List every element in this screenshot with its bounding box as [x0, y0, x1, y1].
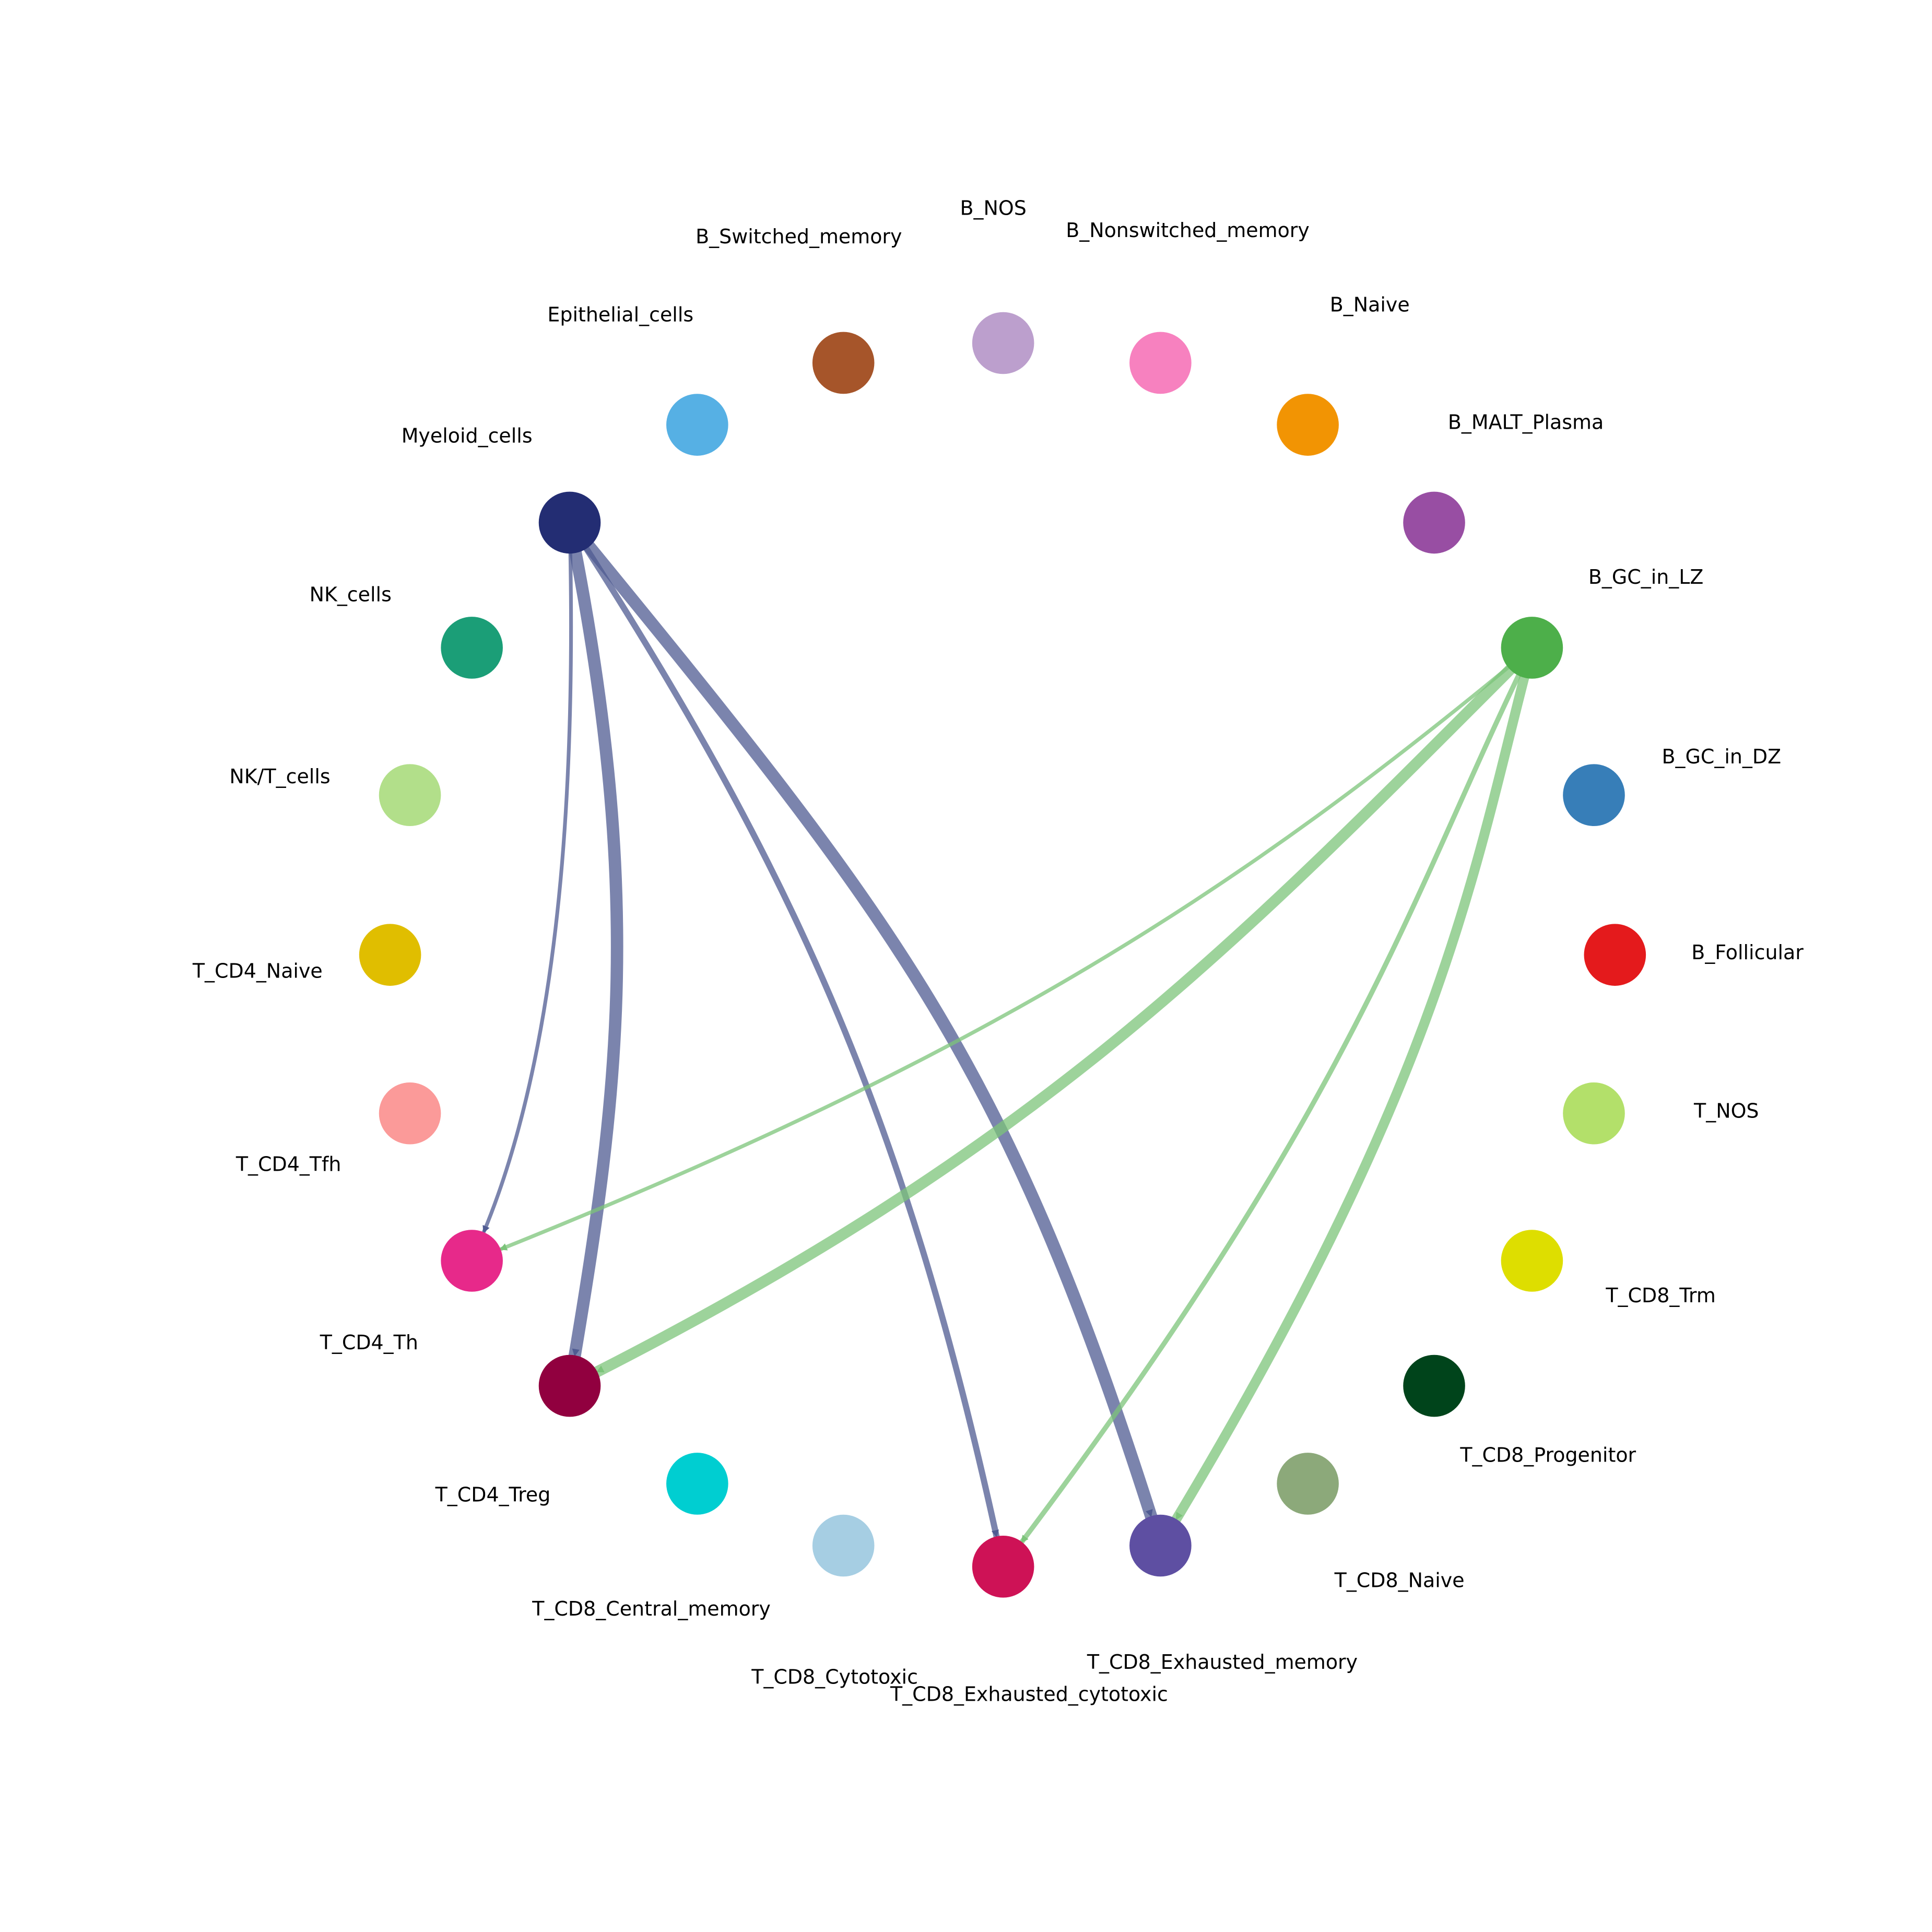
node-label: NK_cells: [310, 583, 392, 606]
arrowhead-icon: [1145, 1509, 1153, 1517]
node-label: T_CD4_Naive: [192, 959, 323, 982]
node-label: B_Naive: [1330, 293, 1410, 316]
node-T_CD8_Progenitor[interactable]: [1403, 1354, 1465, 1417]
node-label: T_CD8_Central_memory: [532, 1597, 771, 1620]
node-label: T_CD8_Exhausted_cytotoxic: [890, 1682, 1168, 1705]
edge-B_GC_in_LZ-to-T_CD4_Treg: [593, 643, 1536, 1377]
node-T_CD8_Exhausted_memory[interactable]: [1129, 1514, 1192, 1577]
node-label: T_CD8_Trm: [1605, 1284, 1715, 1307]
edge-Myeloid_cells-to-T_CD4_Th: [481, 522, 573, 1234]
node-B_GC_in_LZ[interactable]: [1501, 617, 1563, 679]
node-label: Epithelial_cells: [547, 303, 693, 326]
edge-Myeloid_cells-to-T_CD8_Exhausted_cytotoxic: [567, 521, 1000, 1538]
node-label: B_Follicular: [1691, 941, 1804, 964]
edge-B_GC_in_LZ-to-T_CD8_Exhausted_cytotoxic: [1019, 646, 1535, 1545]
node-B_GC_in_DZ[interactable]: [1563, 764, 1625, 826]
node-label: T_CD4_Tfh: [235, 1152, 341, 1175]
edge-Myeloid_cells-to-T_CD8_Exhausted_memory: [564, 519, 1158, 1519]
arrowhead-icon: [1021, 1535, 1029, 1543]
node-B_MALT_Plasma[interactable]: [1403, 491, 1465, 554]
node-T_CD8_Cytotoxic[interactable]: [812, 1514, 875, 1577]
node-label: B_Switched_memory: [696, 225, 902, 248]
node-label: B_MALT_Plasma: [1448, 411, 1604, 434]
node-T_CD4_Tfh[interactable]: [379, 1082, 441, 1145]
node-T_CD4_Treg[interactable]: [538, 1354, 601, 1417]
arrowhead-icon: [482, 1225, 490, 1233]
node-T_CD4_Naive[interactable]: [359, 924, 421, 986]
node-B_Nonswitched_memory[interactable]: [1129, 332, 1192, 394]
node-T_CD8_Central_memory[interactable]: [666, 1453, 728, 1515]
node-label: T_CD4_Treg: [435, 1483, 551, 1506]
node-label: T_CD8_Naive: [1334, 1569, 1465, 1592]
nodes-layer: [359, 312, 1646, 1598]
node-label: T_CD8_Cytotoxic: [751, 1665, 918, 1688]
node-T_NOS[interactable]: [1563, 1082, 1625, 1145]
arrowhead-icon: [499, 1243, 508, 1251]
node-label: T_CD8_Exhausted_memory: [1087, 1651, 1358, 1674]
node-NK/T_cells[interactable]: [379, 764, 441, 826]
node-NK_cells[interactable]: [441, 617, 503, 679]
node-label: B_Nonswitched_memory: [1066, 219, 1310, 242]
edge-B_GC_in_LZ-to-T_CD4_Th: [499, 646, 1534, 1252]
node-label: Myeloid_cells: [402, 425, 533, 447]
node-label: NK/T_cells: [229, 765, 330, 788]
node-label: B_GC_in_LZ: [1588, 566, 1704, 588]
node-label: B_GC_in_DZ: [1662, 745, 1781, 768]
arrowhead-icon: [991, 1529, 999, 1538]
node-B_Switched_memory[interactable]: [812, 332, 875, 394]
node-B_Naive[interactable]: [1277, 394, 1339, 456]
node-B_Follicular[interactable]: [1584, 924, 1646, 986]
node-label: T_CD8_Progenitor: [1459, 1444, 1636, 1467]
node-Myeloid_cells[interactable]: [538, 491, 601, 554]
edge-Myeloid_cells-to-T_CD4_Treg: [563, 521, 623, 1358]
edges-layer: [481, 519, 1537, 1545]
node-B_NOS[interactable]: [972, 312, 1034, 374]
node-label: B_NOS: [960, 196, 1027, 219]
labels-layer: B_NOS B_Nonswitched_memoryB_NaiveB_MALT_P…: [192, 196, 1804, 1705]
node-T_CD4_Th[interactable]: [441, 1230, 503, 1292]
node-T_CD8_Exhausted_cytotoxic[interactable]: [972, 1536, 1034, 1598]
arrowhead-icon: [572, 1348, 580, 1357]
node-Epithelial_cells[interactable]: [666, 394, 728, 456]
node-label: T_CD4_Th: [320, 1331, 418, 1354]
node-T_CD8_Naive[interactable]: [1277, 1453, 1339, 1515]
arrowhead-icon: [1175, 1512, 1183, 1521]
edge-B_GC_in_LZ-to-T_CD8_Exhausted_memory: [1171, 646, 1537, 1523]
node-label: T_NOS: [1693, 1099, 1759, 1122]
arrowhead-icon: [596, 1365, 605, 1373]
node-T_CD8_Trm[interactable]: [1501, 1230, 1563, 1292]
